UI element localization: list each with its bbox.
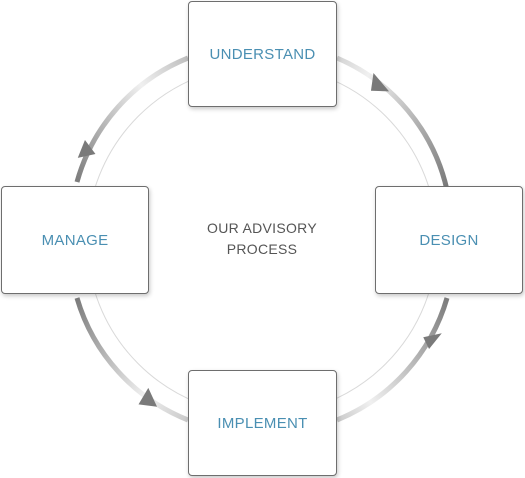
step-design-label: DESIGN xyxy=(419,231,479,249)
arrowhead-to-manage xyxy=(138,387,158,407)
step-implement-label: IMPLEMENT xyxy=(217,414,308,432)
step-manage-label: MANAGE xyxy=(41,231,109,249)
arrowhead-to-implement xyxy=(423,333,442,349)
step-implement-box: IMPLEMENT xyxy=(188,370,337,476)
center-title-line2: PROCESS xyxy=(226,241,298,257)
arc-implement-to-manage xyxy=(74,297,189,423)
step-design-box: DESIGN xyxy=(375,186,523,294)
center-title-line1: OUR ADVISORY xyxy=(207,220,317,236)
arrowhead-to-understand xyxy=(77,140,96,158)
center-title: OUR ADVISORY PROCESS xyxy=(172,218,352,260)
step-manage-box: MANAGE xyxy=(1,186,149,294)
arrowhead-to-design xyxy=(370,72,390,92)
arc-understand-to-design xyxy=(336,55,450,191)
step-understand-box: UNDERSTAND xyxy=(188,1,337,107)
arc-design-to-implement xyxy=(336,297,450,423)
step-understand-label: UNDERSTAND xyxy=(209,45,316,63)
arc-manage-to-understand xyxy=(74,55,189,183)
